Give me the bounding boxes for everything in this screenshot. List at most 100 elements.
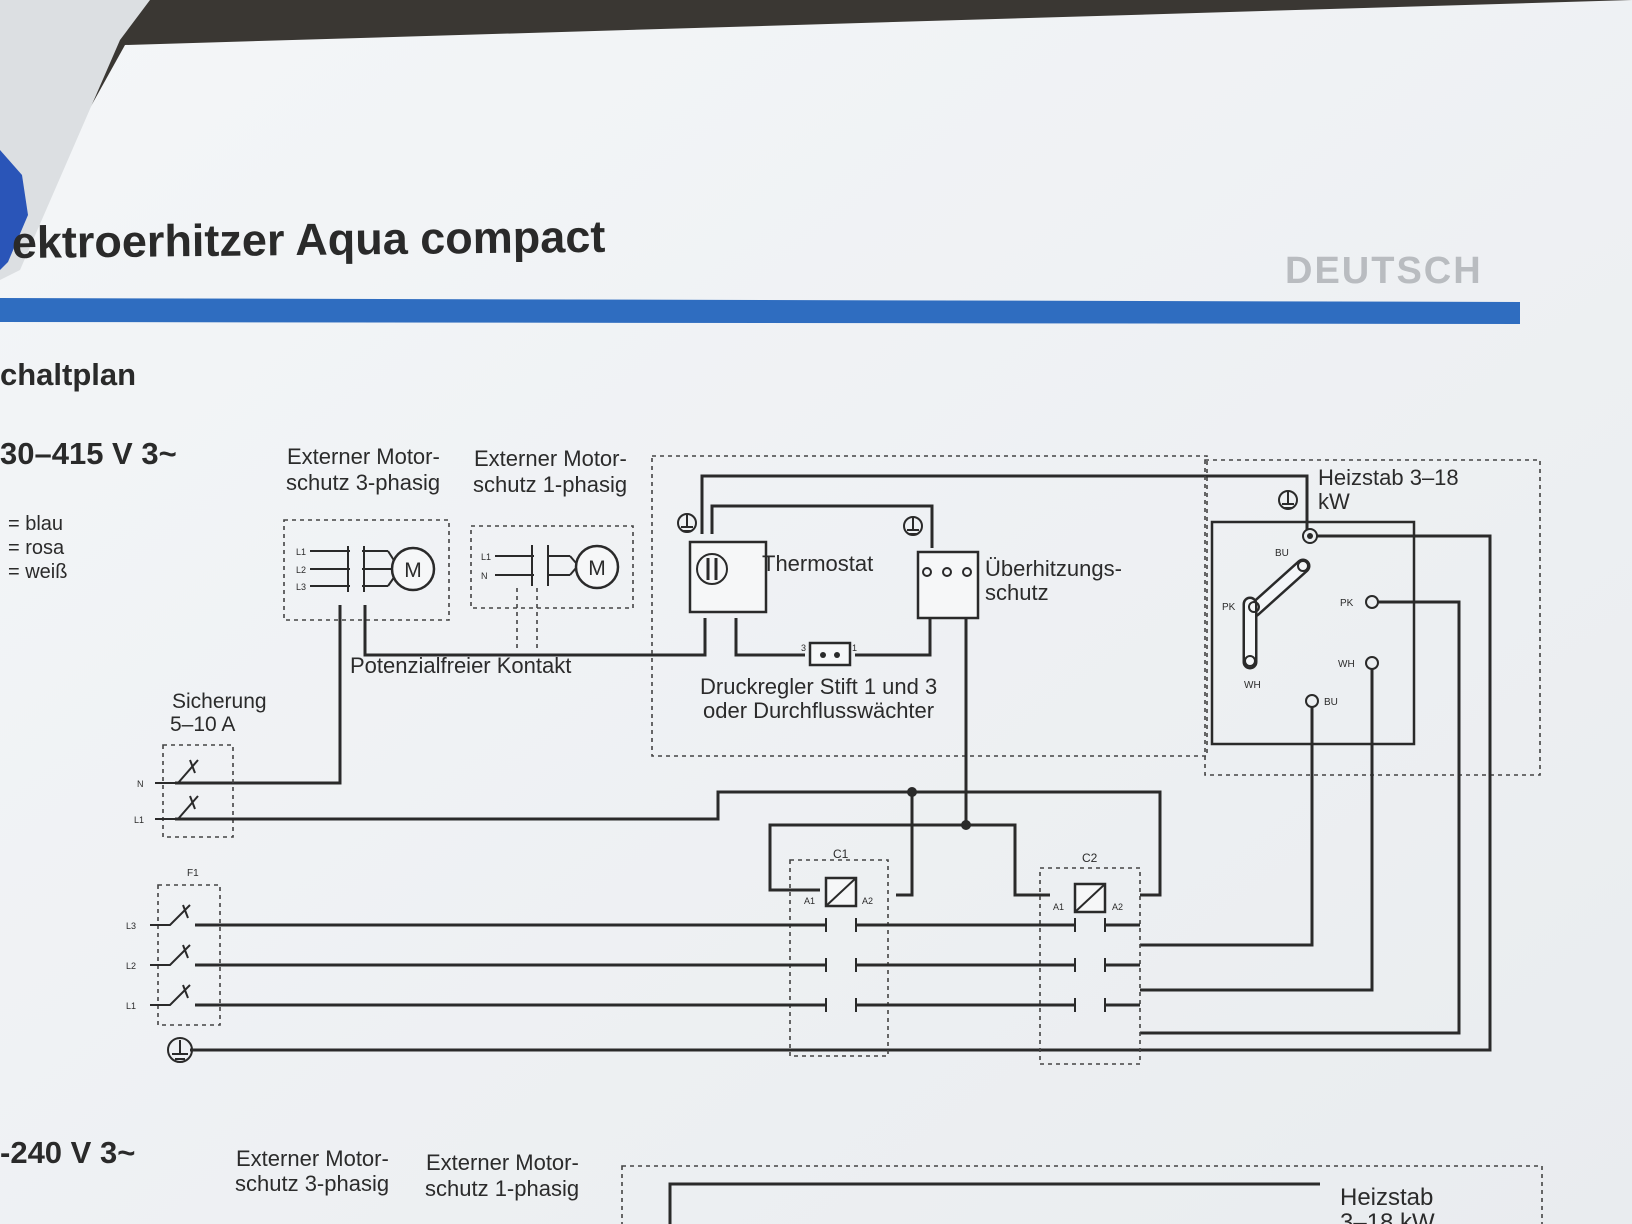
heater-label-2: kW <box>1318 489 1350 514</box>
motor-protection-3-phase-label-2: schutz 3-phasig <box>286 470 440 495</box>
fuse-switch: N L1 <box>134 759 212 825</box>
motor-protection-1-phase-label-b1: Externer Motor- <box>426 1150 579 1175</box>
heater-pk-wire <box>1140 600 1461 1035</box>
svg-text:1: 1 <box>852 643 857 653</box>
document-title: ektroerhitzer Aqua compact <box>12 211 606 268</box>
control-box <box>651 455 1208 757</box>
contactor-c1-box <box>789 859 889 1057</box>
svg-text:L3: L3 <box>126 921 136 931</box>
motor-1-phase-symbol <box>574 544 620 590</box>
coil-supply-wire <box>175 790 1162 897</box>
junction-dot <box>907 787 917 797</box>
heater-element-symbol <box>1242 558 1311 670</box>
legend-blue: = blau <box>8 513 63 535</box>
svg-text:L3: L3 <box>296 582 306 592</box>
svg-text:L1: L1 <box>296 547 306 557</box>
language-label: DEUTSCH <box>1285 250 1483 292</box>
svg-text:WH: WH <box>1338 659 1355 670</box>
legend-white: = weiß <box>8 561 67 583</box>
svg-text:PK: PK <box>1222 602 1236 613</box>
potential-free-contact-label: Potenzialfreier Kontakt <box>350 653 571 678</box>
fuse-label-1: Sicherung <box>172 690 267 713</box>
motor-1-phase-switch: L1 N <box>481 545 577 586</box>
section-heading: chaltplan <box>0 357 136 392</box>
ground-symbol-thermostat <box>677 513 697 533</box>
c2-a1-wire <box>966 823 1050 897</box>
svg-text:WH: WH <box>1244 680 1261 691</box>
svg-text:A2: A2 <box>1112 902 1123 912</box>
motor-protection-3-phase-label-b1: Externer Motor- <box>236 1146 389 1171</box>
control-box-b <box>621 1165 1543 1224</box>
heater-label-b1: Heizstab <box>1340 1184 1433 1211</box>
contactor-c1-label: C1 <box>833 847 849 861</box>
heater-label-b2: 3–18 kW <box>1340 1209 1435 1224</box>
earth-conductor <box>190 534 1492 1052</box>
contactor-c2-box <box>1039 867 1141 1065</box>
svg-text:L1: L1 <box>126 1001 136 1011</box>
thermostat-overheat-link <box>710 504 934 548</box>
overheat-label-1: Überhitzungs- <box>985 556 1122 581</box>
motor-protection-1-phase-label-1: Externer Motor- <box>474 446 627 471</box>
motor-protection-1-phase-label-2: schutz 1-phasig <box>473 472 627 497</box>
motor-3-phase-symbol <box>390 546 436 592</box>
ground-symbol-mains <box>167 1037 193 1063</box>
overheat-protection-symbol <box>916 550 980 620</box>
c1-coil-diagonal <box>825 877 857 907</box>
breaker-tag: F1 <box>187 868 199 879</box>
svg-text:BU: BU <box>1275 548 1289 559</box>
blue-page-corner <box>0 150 28 270</box>
svg-text:N: N <box>137 779 144 789</box>
thermostat-label: Thermostat <box>762 551 873 576</box>
fuse-label-2: 5–10 A <box>170 713 235 736</box>
potential-free-contact-wire <box>175 605 342 785</box>
thermostat-dial <box>706 558 718 580</box>
pressure-switch-label-1: Druckregler Stift 1 und 3 <box>700 674 937 699</box>
overheat-label-2: schutz <box>985 580 1049 605</box>
voltage-heading-a: 30–415 V 3~ <box>0 436 177 471</box>
c1-a1-wire <box>768 823 966 892</box>
main-breaker-box <box>157 884 221 1026</box>
contact-return-wire <box>363 605 707 657</box>
svg-text:L1: L1 <box>134 815 144 825</box>
motor-1-phase-letter: M <box>588 557 606 580</box>
ground-symbol-overheat <box>903 516 923 536</box>
motor-3-phase-letter: M <box>404 559 422 582</box>
contactor-c2-label: C2 <box>1082 851 1098 865</box>
c2-coil-diagonal <box>1074 883 1106 913</box>
motor-protection-1-phase-box <box>470 525 634 609</box>
motor-1-phase-dashed-leads <box>516 588 538 650</box>
phase-lines <box>195 918 1140 1012</box>
svg-text:L1: L1 <box>481 552 491 562</box>
svg-text:A1: A1 <box>804 896 815 906</box>
heater-wh-wire <box>1140 669 1374 992</box>
svg-text:A1: A1 <box>1053 902 1064 912</box>
motor-protection-3-phase-label-b2: schutz 3-phasig <box>235 1171 389 1196</box>
pressure-switch-wires <box>734 618 932 657</box>
heater-bu-wire <box>1140 707 1314 947</box>
svg-text:BU: BU <box>1324 697 1338 708</box>
fuse-box <box>162 744 234 838</box>
pressure-switch-symbol <box>808 641 852 667</box>
legend-pink: = rosa <box>8 537 65 559</box>
svg-text:N: N <box>481 571 488 581</box>
header-rule <box>0 298 1520 324</box>
heater-ground-wire <box>700 474 1309 534</box>
svg-text:L2: L2 <box>126 961 136 971</box>
voltage-heading-b: -240 V 3~ <box>0 1135 135 1170</box>
motor-protection-3-phase-label-1: Externer Motor- <box>287 444 440 469</box>
svg-text:L2: L2 <box>296 565 306 575</box>
ground-symbol-heater <box>1278 490 1298 510</box>
svg-text:PK: PK <box>1340 598 1354 609</box>
pressure-switch-label-2: oder Durchflusswächter <box>703 698 934 723</box>
main-breaker-switch: L3 L2 L1 <box>126 904 191 1011</box>
junction-dot <box>961 820 971 830</box>
svg-text:3: 3 <box>801 643 806 653</box>
motor-protection-1-phase-label-b2: schutz 1-phasig <box>425 1176 579 1201</box>
svg-text:A2: A2 <box>862 896 873 906</box>
heater-label-1: Heizstab 3–18 <box>1318 465 1459 490</box>
thermostat-symbol <box>688 540 768 614</box>
control-box-b-wire <box>668 1182 1320 1224</box>
